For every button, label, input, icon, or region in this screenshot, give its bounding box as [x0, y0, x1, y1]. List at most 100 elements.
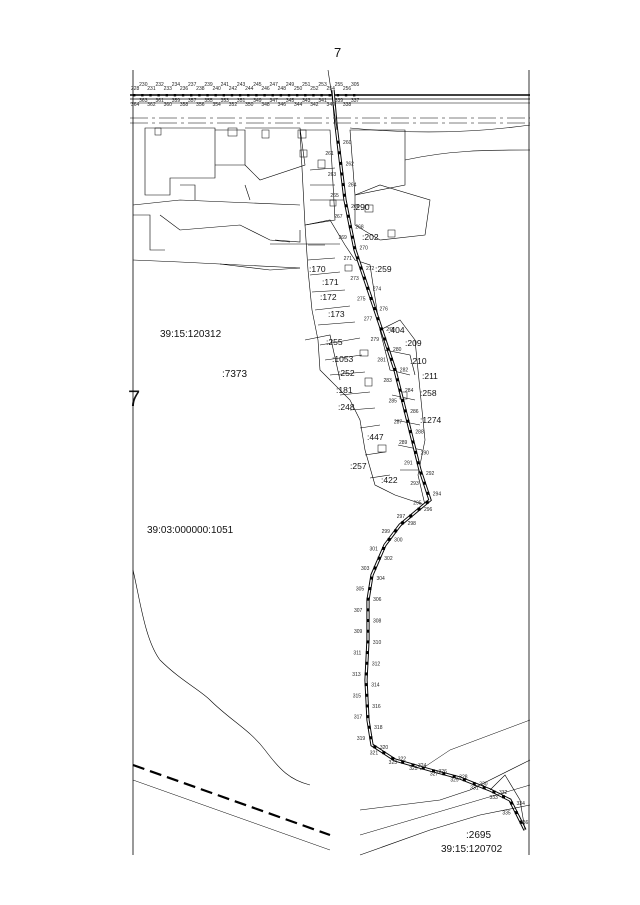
- route-point-label: 281: [377, 357, 386, 363]
- top-point-label: 358: [180, 102, 189, 108]
- top-point-label: 348: [261, 102, 270, 108]
- route-node: [373, 745, 377, 749]
- route-point-label: 285: [389, 399, 398, 405]
- parcel-label: :1274: [420, 415, 442, 425]
- route-node: [373, 307, 377, 311]
- route-point-label: 311: [353, 651, 361, 657]
- route-point-label: 323: [389, 760, 398, 766]
- route-point-label: 301: [370, 546, 379, 552]
- route-node: [442, 772, 446, 776]
- top-point-label: 356: [196, 102, 205, 108]
- route-point-label: 293: [410, 481, 419, 487]
- top-point-label: 360: [164, 102, 173, 108]
- parcel-outlines: [304, 167, 426, 506]
- settlement-blocks: [132, 127, 431, 271]
- top-point-label: 242: [229, 86, 238, 92]
- route-node: [364, 683, 368, 687]
- top-strip-nodes: [133, 94, 356, 97]
- top-node: [304, 94, 307, 97]
- route-node: [344, 204, 348, 208]
- route-node: [482, 786, 486, 790]
- parcel-label: :172: [320, 292, 337, 302]
- route-point-label: 295: [413, 500, 422, 506]
- route-point-label: 316: [372, 704, 381, 710]
- top-point-label: 361: [155, 98, 164, 104]
- route-point-label: 277: [364, 317, 373, 323]
- top-point-label: 250: [294, 86, 303, 92]
- route-node: [386, 347, 390, 351]
- route-node: [419, 471, 423, 475]
- top-point-label: 347: [270, 98, 279, 104]
- route-point-label: 307: [354, 608, 363, 614]
- route-point-label: 328: [459, 774, 468, 780]
- route-point-label: 331: [470, 786, 479, 792]
- top-point-label: 237: [188, 82, 197, 88]
- route-point-label: 266: [351, 204, 360, 210]
- route-node: [425, 500, 429, 504]
- top-node: [287, 94, 291, 97]
- route-point-label: 303: [361, 566, 370, 572]
- top-point-label: 357: [188, 98, 197, 104]
- route-point-label: 315: [353, 693, 362, 699]
- top-point-label: 247: [270, 82, 279, 88]
- route-node: [432, 769, 436, 773]
- top-point-label: 234: [172, 82, 181, 88]
- route-point-label: 291: [404, 461, 413, 467]
- route-node: [389, 357, 393, 361]
- route-point-label: 289: [399, 440, 408, 446]
- route-node: [411, 763, 415, 767]
- top-point-label: 236: [180, 86, 189, 92]
- top-node: [181, 94, 185, 97]
- route-node: [391, 757, 395, 761]
- top-point-label: 230: [139, 82, 148, 88]
- top-node: [206, 94, 209, 97]
- route-node: [337, 151, 341, 155]
- route-node: [416, 461, 420, 465]
- top-point-label: 338: [343, 102, 352, 108]
- route-node: [398, 388, 402, 392]
- top-point-label: 245: [253, 82, 262, 88]
- top-node: [328, 94, 331, 97]
- route-point-label: 325: [409, 766, 418, 772]
- route-node: [393, 367, 397, 371]
- quarter-label: 39:15:120702: [441, 844, 503, 855]
- top-point-label: 233: [164, 86, 173, 92]
- route-node: [368, 587, 372, 591]
- top-point-label: 351: [237, 98, 246, 104]
- route-node: [383, 337, 387, 341]
- route-node: [417, 507, 421, 511]
- route-node: [367, 725, 371, 729]
- route-point-label: 280: [393, 347, 402, 353]
- route-point-label: 333: [490, 795, 499, 801]
- route-node: [365, 693, 369, 697]
- route-point-label: 263: [328, 172, 337, 178]
- top-node: [255, 94, 258, 97]
- route-node: [340, 172, 344, 176]
- top-node: [353, 94, 356, 97]
- top-point-label: 305: [351, 82, 360, 88]
- route-point-label: 282: [400, 367, 409, 373]
- top-point-label: 239: [204, 82, 213, 88]
- route-node: [394, 529, 398, 533]
- route-point-label: 336: [520, 820, 529, 826]
- route-point-label: 270: [360, 246, 369, 252]
- route-point-label: 297: [397, 514, 406, 520]
- top-point-label: 249: [286, 82, 295, 88]
- top-point-label: 359: [172, 98, 181, 104]
- top-node: [344, 94, 348, 97]
- route-node: [336, 140, 340, 144]
- top-point-label: 354: [212, 102, 221, 108]
- route-point-label: 294: [433, 491, 442, 497]
- route-point-label: 312: [372, 661, 381, 667]
- top-node: [133, 94, 136, 97]
- top-node: [279, 94, 283, 97]
- top-node: [312, 94, 315, 97]
- top-point-label: 254: [327, 86, 336, 92]
- route-point-label: 272: [366, 266, 375, 272]
- route-node: [365, 651, 369, 655]
- route-point-label: 283: [383, 378, 392, 384]
- route-point-label: 275: [357, 296, 366, 302]
- route-node: [366, 640, 370, 644]
- top-point-label: 255: [335, 82, 344, 88]
- route-node: [350, 235, 354, 239]
